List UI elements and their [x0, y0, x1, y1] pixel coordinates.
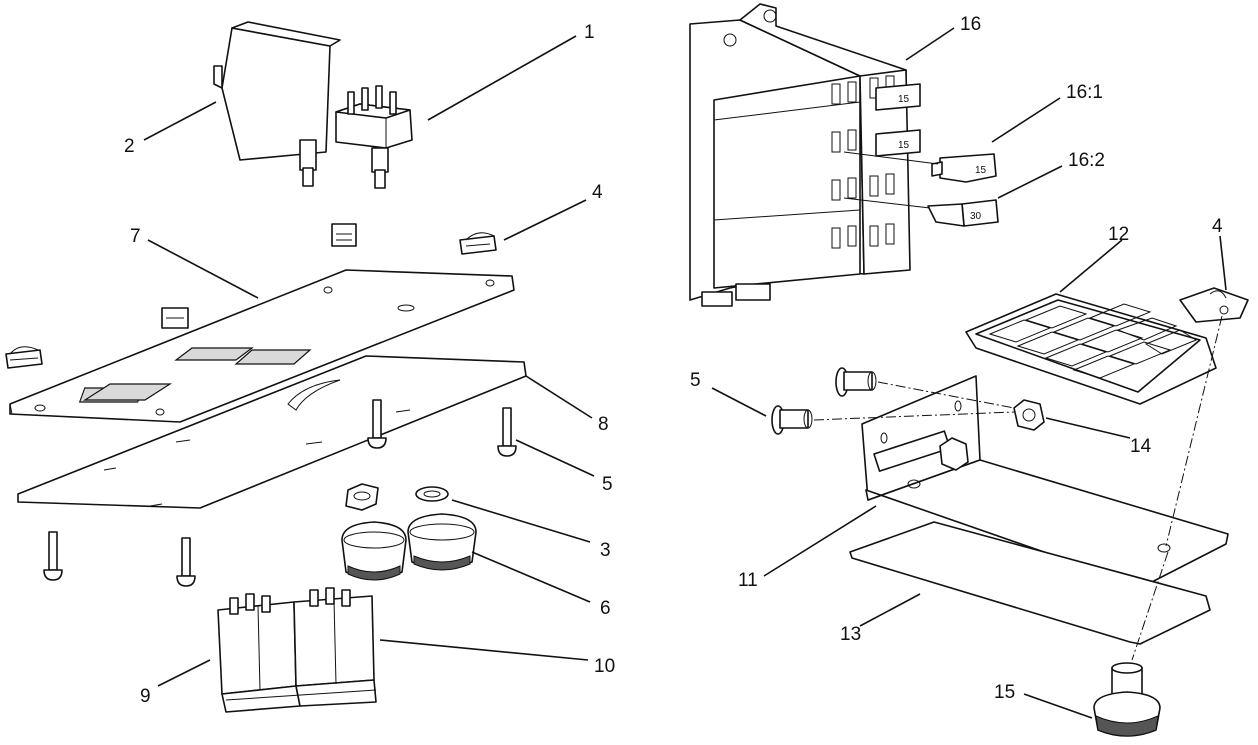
- part-16-fuse-block: [689, 3, 911, 307]
- callout-11: 11: [738, 570, 758, 591]
- fuse-label: 30: [970, 211, 982, 222]
- callout-12: 12: [1108, 224, 1129, 245]
- bolt: [367, 399, 387, 449]
- fuse-block-slots: [831, 75, 895, 249]
- bolt: [43, 531, 63, 581]
- fuse-label: 15: [975, 165, 987, 176]
- part-5-bolts-left: [43, 399, 517, 587]
- part-12-fuse-cover: [965, 293, 1217, 405]
- bolt: [497, 407, 517, 457]
- screw: [835, 367, 877, 397]
- callout-9: 9: [140, 686, 151, 707]
- callout-10: 10: [594, 656, 615, 677]
- installed-fuse-top: 15: [875, 83, 921, 111]
- callout-16-2: 16:2: [1068, 150, 1105, 171]
- part-4-clip-left-upper: [161, 307, 189, 329]
- fuse-label: 15: [898, 94, 910, 105]
- callout-6: 6: [600, 598, 611, 619]
- callout-4-right: 4: [1212, 216, 1223, 237]
- part-16-2-fuse: 30: [927, 199, 999, 227]
- callout-8: 8: [598, 414, 609, 435]
- screw: [771, 405, 813, 435]
- part-14-nut: [1013, 399, 1045, 431]
- fuse-label: 15: [898, 140, 910, 151]
- callout-5-right: 5: [690, 370, 701, 391]
- callout-2: 2: [124, 136, 135, 157]
- callout-5-left: 5: [602, 474, 613, 495]
- part-16-1-fuse: 15: [931, 153, 997, 183]
- leader-lines: [143, 27, 1227, 719]
- part-3-nut-washer: [345, 483, 449, 511]
- callout-4-left: 4: [592, 182, 603, 203]
- part-4-clip-upper: [331, 223, 357, 247]
- part-9-10-rocker-switches: [217, 587, 377, 713]
- part-1-switch: [335, 85, 413, 189]
- bolt: [176, 537, 196, 587]
- part-4-clip-far-left: [5, 346, 43, 369]
- part-6-boots: [341, 513, 477, 581]
- part-15-knob: [1093, 662, 1161, 737]
- callout-13: 13: [840, 624, 861, 645]
- callout-16: 16: [960, 14, 981, 35]
- callout-16-1: 16:1: [1066, 82, 1103, 103]
- part-13-gasket: [849, 521, 1211, 645]
- callout-15: 15: [994, 682, 1015, 703]
- part-4-clip-right: [459, 232, 497, 255]
- part-11-bracket: [861, 375, 1229, 587]
- part-2-switch-housing: [213, 21, 341, 187]
- callout-14: 14: [1130, 436, 1152, 457]
- callout-labels: 1 2 4 7 8 5 3 6 10 9 16 16:1 16:2 12 4 5…: [124, 14, 1223, 707]
- callout-3: 3: [600, 540, 611, 561]
- part-7-top-plate: [9, 269, 515, 423]
- part-4-clip-right-side: [1179, 287, 1249, 323]
- callout-1: 1: [584, 22, 595, 43]
- callout-7: 7: [130, 226, 141, 247]
- installed-fuse-middle: 15: [875, 129, 921, 157]
- part-5-screws-right: [771, 367, 877, 435]
- fuse-cover-cells: [988, 303, 1198, 379]
